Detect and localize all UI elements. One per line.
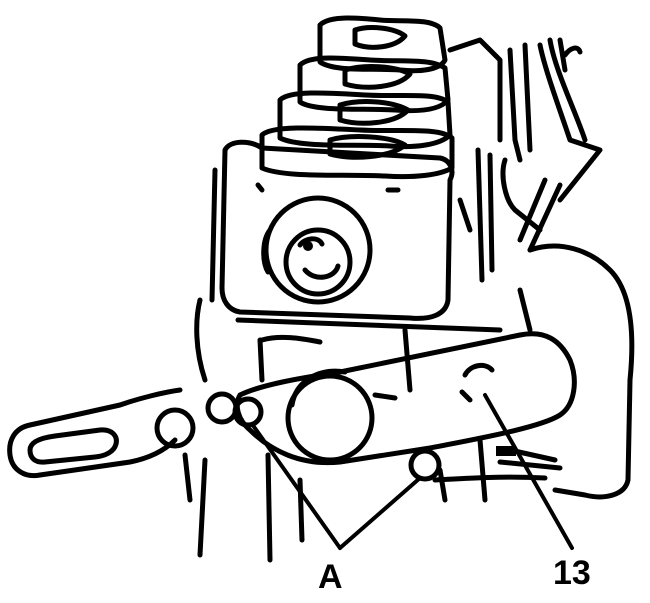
callout-a: A bbox=[318, 558, 343, 596]
head-plates bbox=[259, 15, 455, 180]
side-cover bbox=[517, 243, 635, 500]
leader-lines bbox=[250, 393, 574, 550]
lower-housing bbox=[194, 297, 563, 563]
pump-housing bbox=[209, 139, 455, 321]
left-slotted-arm bbox=[7, 387, 196, 503]
governor-lever-13 bbox=[234, 331, 577, 466]
callout-13: 13 bbox=[553, 554, 591, 592]
filled-details bbox=[303, 241, 516, 456]
bolts-a bbox=[205, 391, 442, 482]
fuel-pipes bbox=[447, 37, 603, 283]
